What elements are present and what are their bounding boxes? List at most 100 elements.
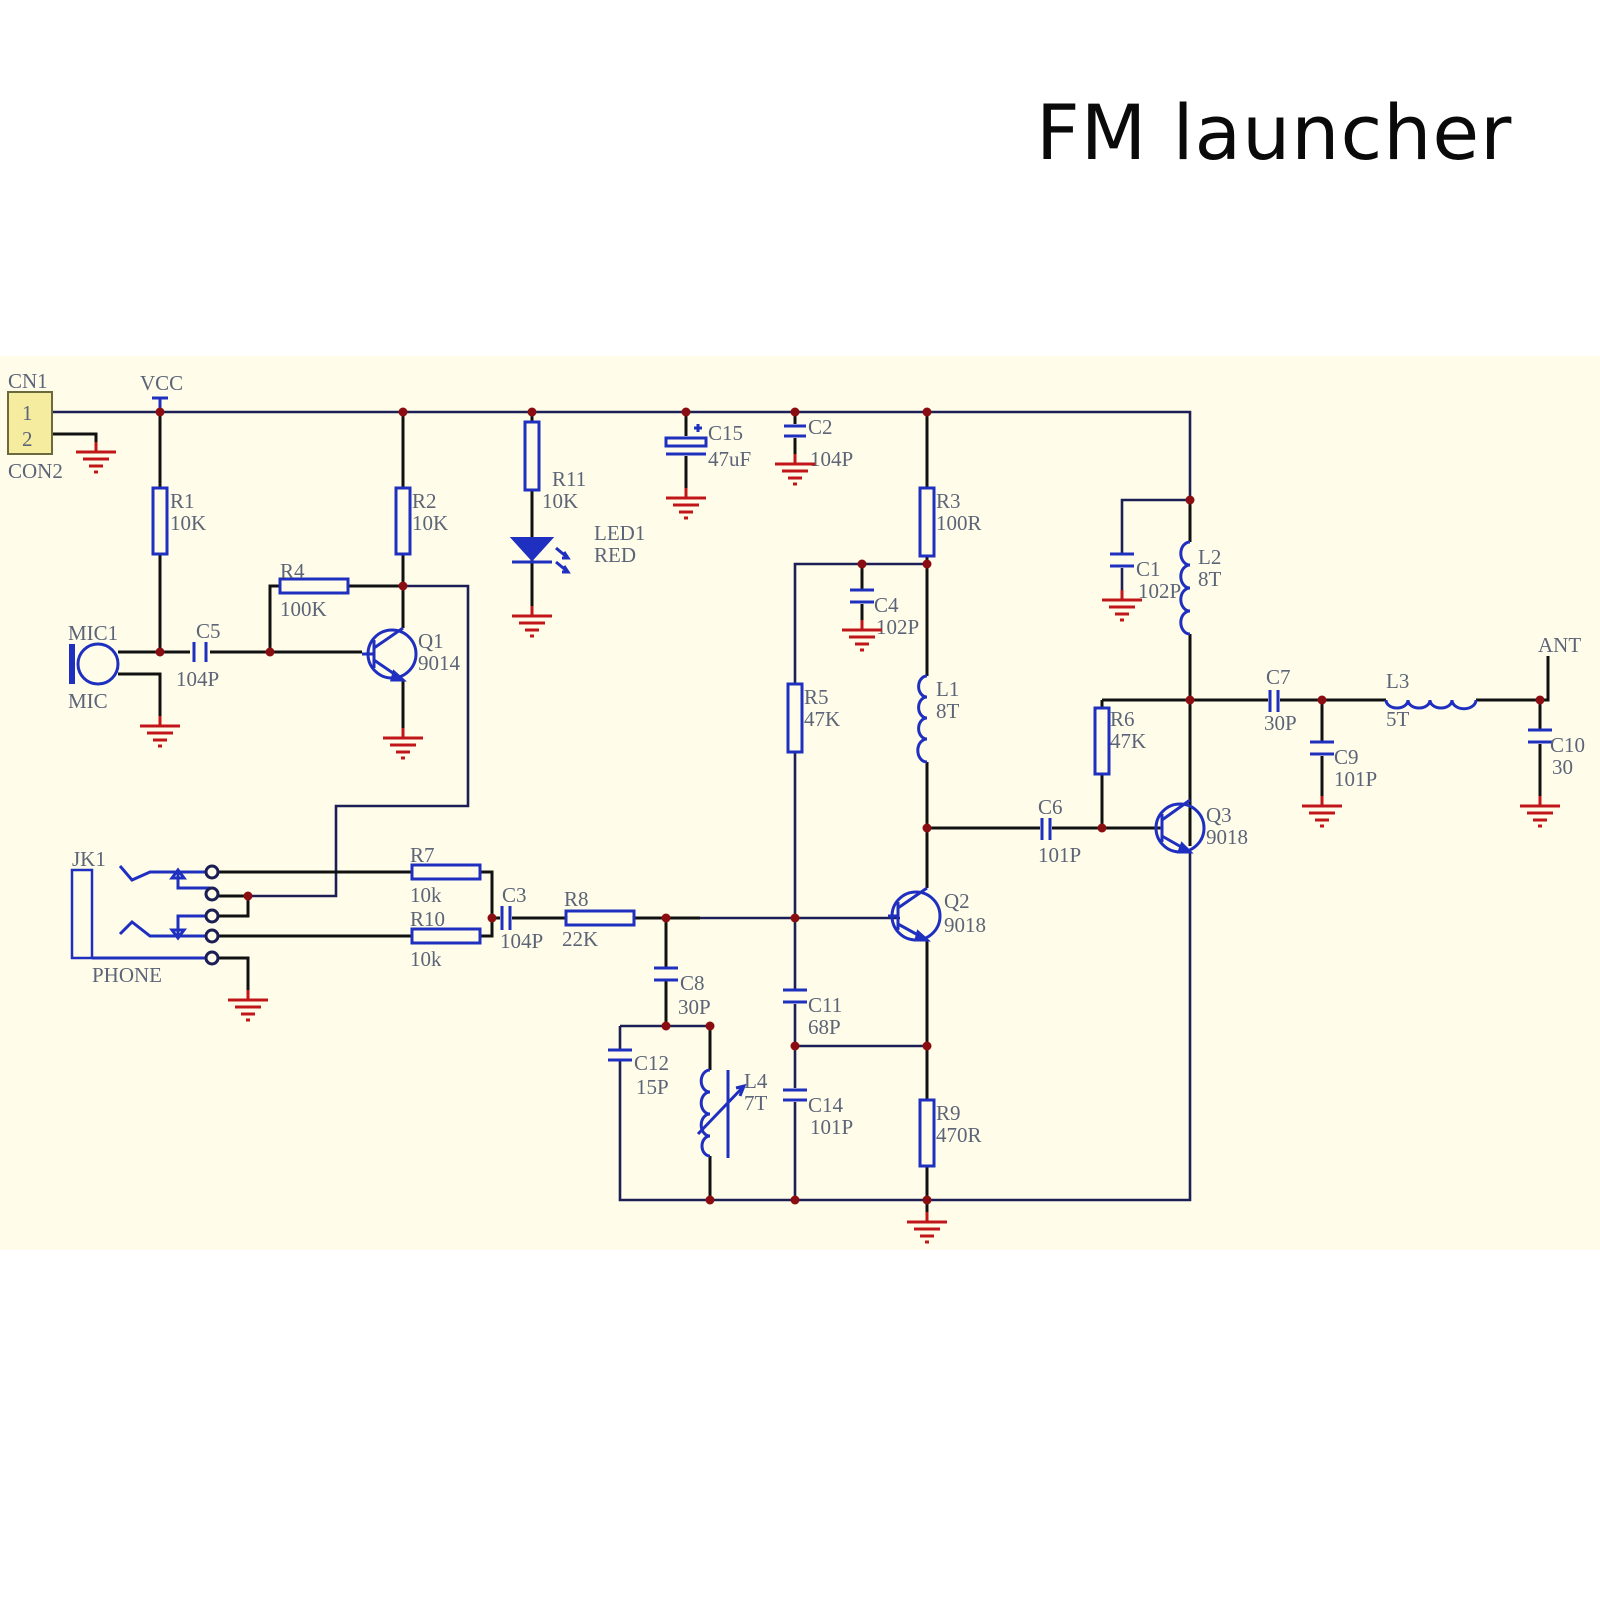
r3-ref: R3 bbox=[936, 489, 961, 513]
c14-ref: C14 bbox=[808, 1093, 844, 1117]
c6-ref: C6 bbox=[1038, 795, 1063, 819]
junction-dot bbox=[1535, 695, 1545, 705]
wire-q3-emitter-gnd bbox=[618, 850, 1192, 1202]
capacitor-c5 bbox=[192, 642, 208, 662]
c8-value: 30P bbox=[678, 995, 711, 1019]
capacitor-c11 bbox=[783, 988, 807, 1004]
junction-dot bbox=[398, 581, 408, 591]
r2-ref: R2 bbox=[412, 489, 437, 513]
junction-dot bbox=[487, 913, 497, 923]
resistor-r5 bbox=[786, 682, 804, 754]
ground-icon bbox=[666, 488, 706, 520]
c7-ref: C7 bbox=[1266, 665, 1291, 689]
ground-icon bbox=[1302, 796, 1342, 828]
wire-r4 bbox=[268, 584, 403, 652]
r6-value: 47K bbox=[1110, 729, 1146, 753]
cn1-pin1-label: 1 bbox=[22, 401, 33, 425]
junction-dot bbox=[922, 1195, 932, 1205]
l4-value: 7T bbox=[744, 1091, 768, 1115]
c6-value: 101P bbox=[1038, 843, 1081, 867]
junction-dot bbox=[790, 913, 800, 923]
capacitor-c12 bbox=[608, 1048, 632, 1062]
junction-dot bbox=[1097, 823, 1107, 833]
diagram-title: FM launcher bbox=[1036, 88, 1513, 177]
l3-ref: L3 bbox=[1386, 669, 1409, 693]
r10-value: 10k bbox=[410, 947, 442, 971]
resistor-r3 bbox=[918, 486, 936, 558]
c15-value: 47uF bbox=[708, 447, 751, 471]
r4-value: 100K bbox=[280, 597, 327, 621]
resistor-r8 bbox=[564, 909, 636, 927]
c12-ref: C12 bbox=[634, 1051, 669, 1075]
c7-value: 30P bbox=[1264, 711, 1297, 735]
c8-ref: C8 bbox=[680, 971, 705, 995]
jk1-ref: JK1 bbox=[72, 847, 106, 871]
ground-icon bbox=[1102, 590, 1142, 622]
junction-dot bbox=[1185, 695, 1195, 705]
junction-dot bbox=[265, 647, 275, 657]
capacitor-c14 bbox=[783, 1088, 807, 1102]
l3-value: 5T bbox=[1386, 707, 1410, 731]
r8-value: 22K bbox=[562, 927, 598, 951]
ground-icon bbox=[383, 728, 423, 760]
cn1-type: CON2 bbox=[8, 459, 63, 483]
capacitor-c1 bbox=[1110, 552, 1134, 568]
ground-icon bbox=[228, 990, 268, 1022]
c5-ref: C5 bbox=[196, 619, 221, 643]
resistor-r11 bbox=[523, 420, 541, 492]
inductor-l2 bbox=[1179, 540, 1191, 636]
ground-icon bbox=[76, 442, 116, 474]
r9-value: 470R bbox=[936, 1123, 982, 1147]
transistor-q2 bbox=[888, 886, 942, 942]
c10-ref: C10 bbox=[1550, 733, 1585, 757]
transistor-q3 bbox=[1154, 798, 1206, 854]
capacitor-c9 bbox=[1310, 740, 1334, 756]
junction-dot bbox=[661, 1021, 671, 1031]
q2-value: 9018 bbox=[944, 913, 986, 937]
resistor-r6 bbox=[1093, 706, 1111, 776]
c2-value: 104P bbox=[810, 447, 853, 471]
r3-value: 100R bbox=[936, 511, 982, 535]
wire-r10 bbox=[218, 918, 494, 938]
mic1-ref: MIC1 bbox=[68, 621, 118, 645]
cn1-ref: CN1 bbox=[8, 369, 48, 393]
r9-ref: R9 bbox=[936, 1101, 961, 1125]
resistor-r10 bbox=[410, 927, 482, 945]
c11-value: 68P bbox=[808, 1015, 841, 1039]
cn1-pin2-label: 2 bbox=[22, 427, 33, 451]
junction-dot bbox=[398, 407, 408, 417]
c1-value: 102P bbox=[1138, 579, 1181, 603]
junction-dot bbox=[1317, 695, 1327, 705]
wire-cn1-pin2 bbox=[52, 432, 98, 452]
r7-ref: R7 bbox=[410, 843, 435, 867]
capacitor-c7 bbox=[1268, 690, 1280, 712]
led-red bbox=[509, 537, 571, 574]
wire-jack-link bbox=[218, 894, 250, 918]
l1-ref: L1 bbox=[936, 677, 959, 701]
junction-dot bbox=[922, 407, 932, 417]
ground-symbols bbox=[76, 442, 1560, 1244]
l4-ref: L4 bbox=[744, 1069, 768, 1093]
capacitor-c3 bbox=[500, 906, 512, 930]
junction-dot bbox=[1185, 495, 1195, 505]
q3-value: 9018 bbox=[1206, 825, 1248, 849]
c14-value: 101P bbox=[810, 1115, 853, 1139]
led1-ref: LED1 bbox=[594, 521, 645, 545]
inductor-l1 bbox=[916, 674, 928, 764]
q1-ref: Q1 bbox=[418, 629, 444, 653]
c3-value: 104P bbox=[500, 929, 543, 953]
ground-icon bbox=[775, 454, 815, 486]
l1-value: 8T bbox=[936, 699, 960, 723]
q1-value: 9014 bbox=[418, 651, 461, 675]
inductor-l4-variable bbox=[696, 1068, 747, 1158]
wire-r7 bbox=[218, 870, 494, 918]
ground-icon bbox=[842, 620, 882, 652]
wire-output bbox=[1102, 656, 1550, 702]
junction-dot bbox=[790, 1041, 800, 1051]
capacitor-c2 bbox=[784, 424, 806, 438]
r5-value: 47K bbox=[804, 707, 840, 731]
connector-cn1: 1 2 CN1 CON2 bbox=[7, 369, 63, 483]
wire-jack-gnd bbox=[218, 956, 250, 1000]
r8-ref: R8 bbox=[564, 887, 589, 911]
